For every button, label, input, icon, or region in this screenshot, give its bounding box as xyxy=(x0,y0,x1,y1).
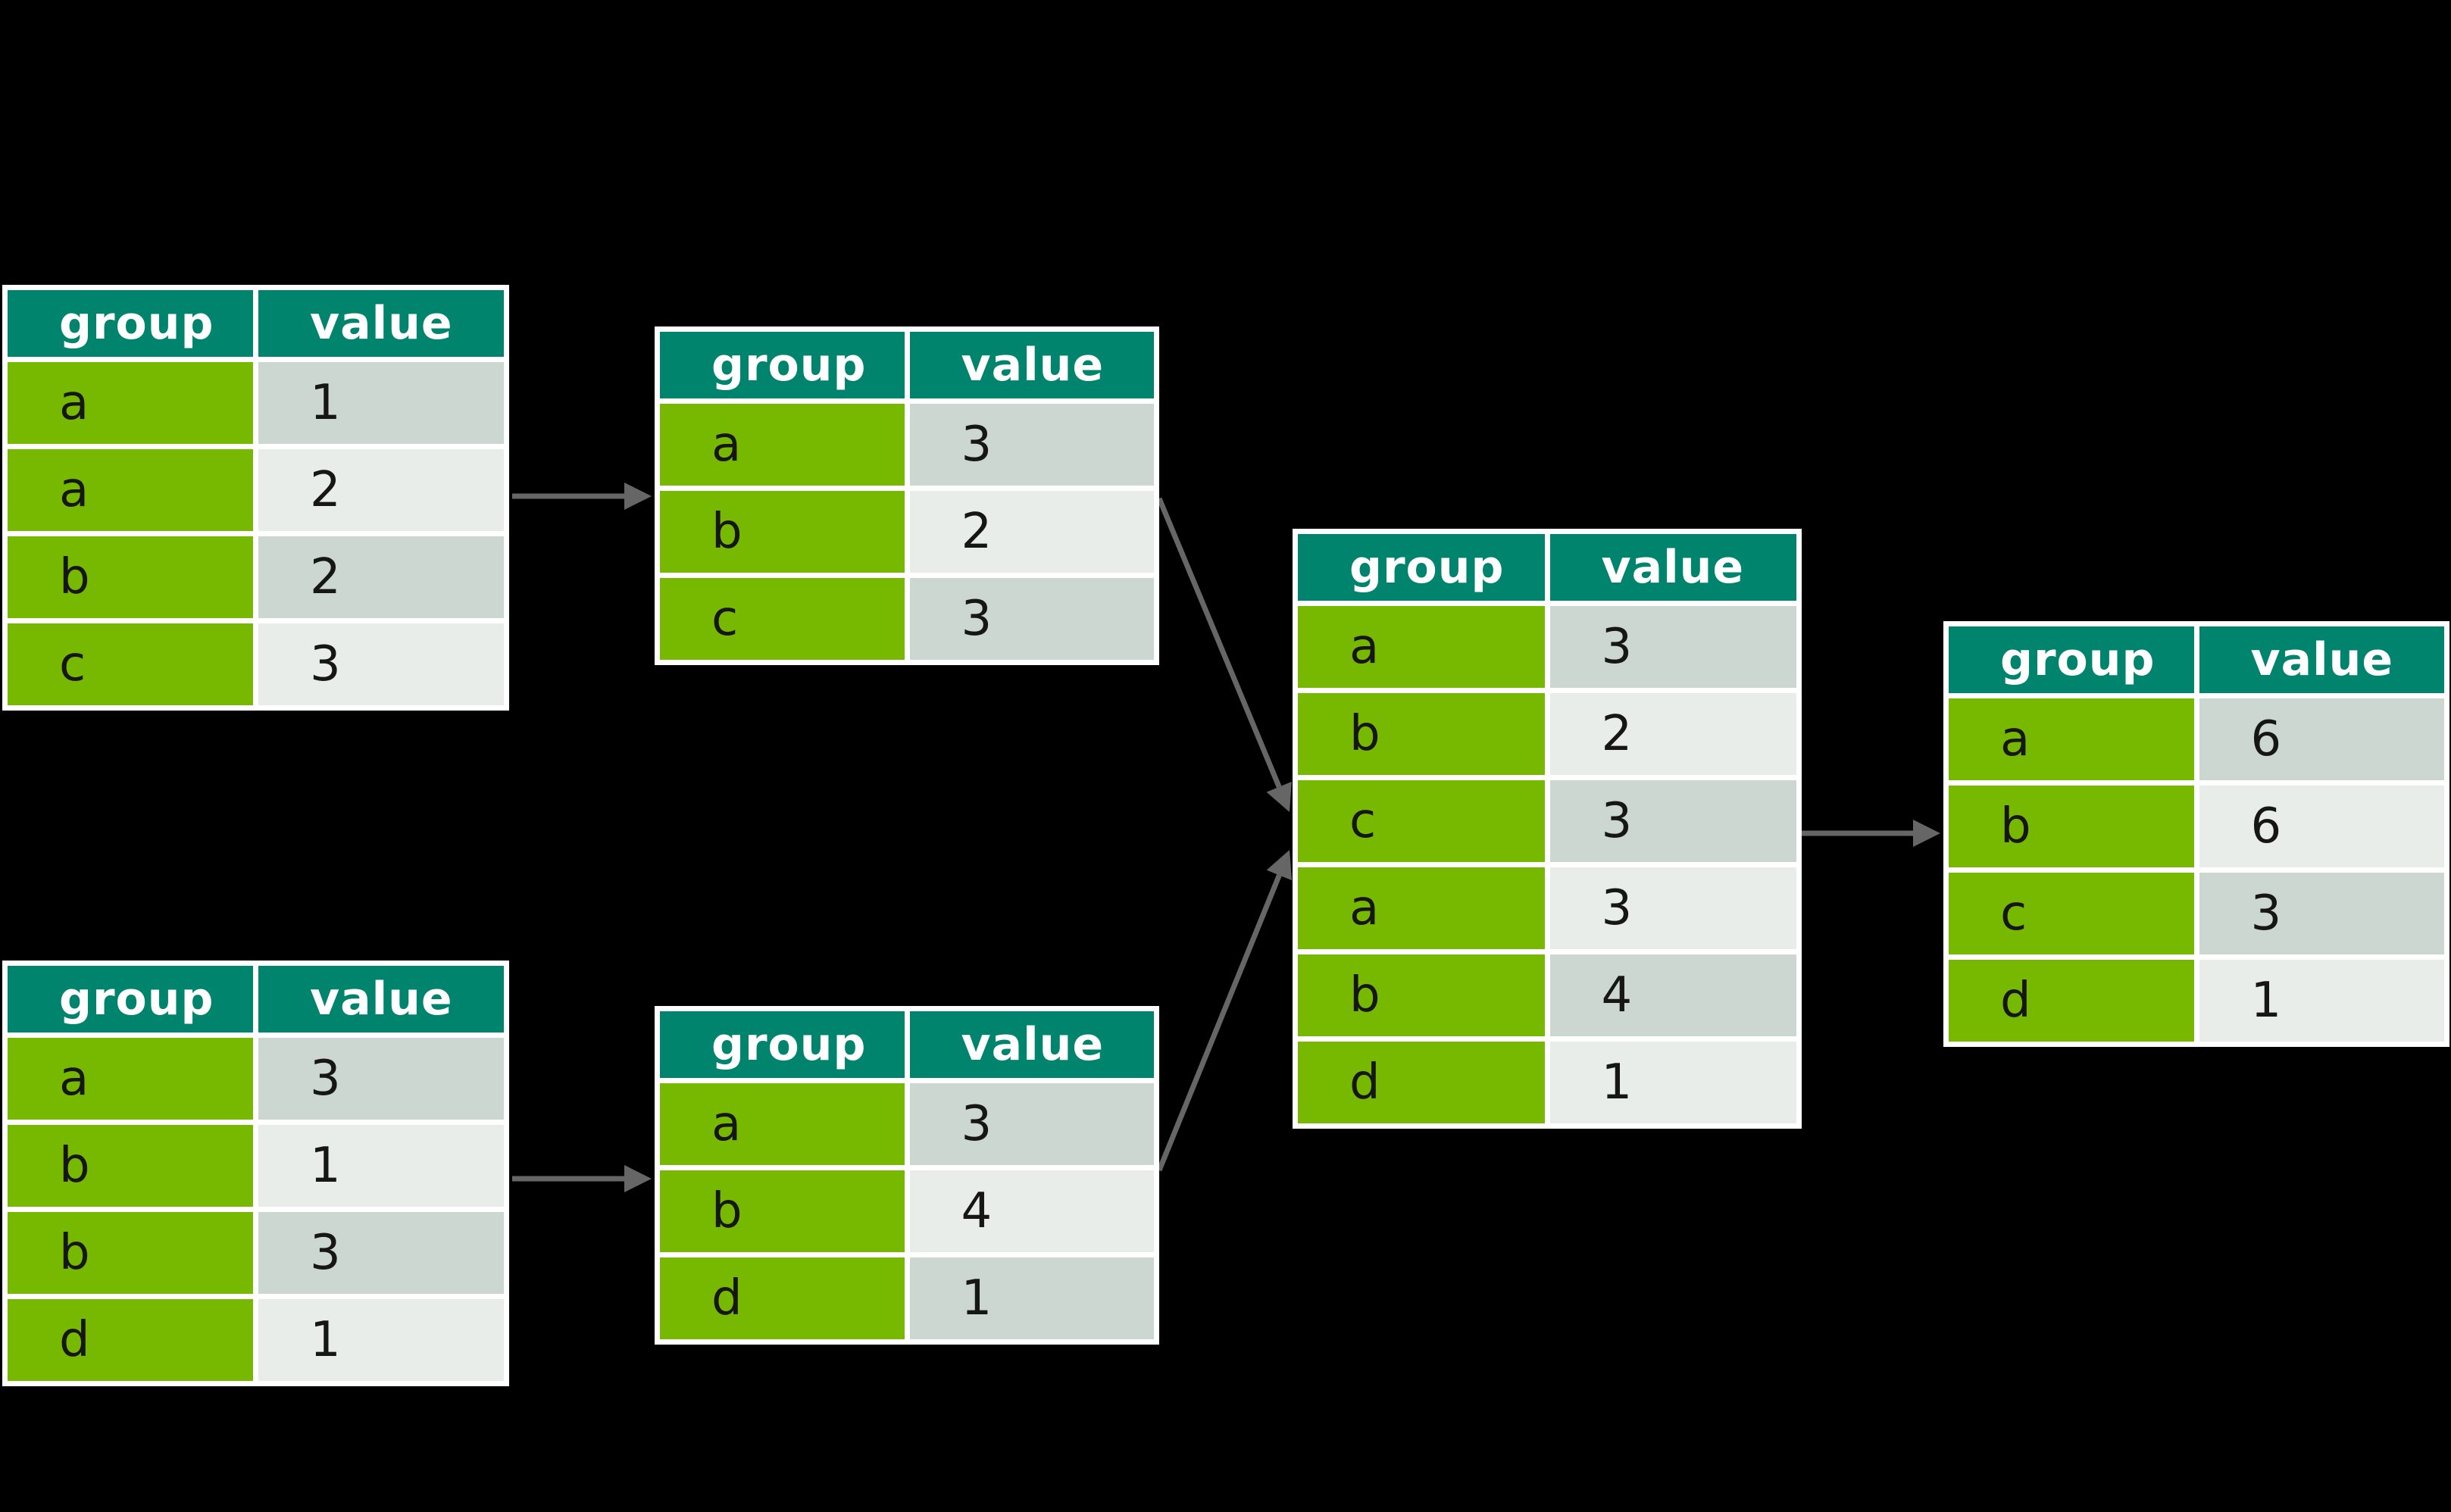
column-header-group: group xyxy=(660,1011,905,1078)
value-cell: 3 xyxy=(2199,873,2444,954)
value-cell: 3 xyxy=(909,404,1154,486)
column-header-value: value xyxy=(258,290,504,357)
value-cell: 4 xyxy=(909,1170,1154,1252)
value-cell: 3 xyxy=(258,1038,504,1120)
column-header-group: group xyxy=(1298,534,1545,601)
value-cell: 3 xyxy=(258,1212,504,1294)
group-cell: c xyxy=(1949,873,2194,954)
value-cell: 3 xyxy=(1549,780,1796,862)
column-header-value: value xyxy=(909,332,1154,398)
group-cell: c xyxy=(660,578,905,660)
value-cell: 3 xyxy=(909,578,1154,660)
value-cell: 1 xyxy=(258,362,504,444)
group-cell: c xyxy=(1298,780,1545,862)
value-cell: 3 xyxy=(1549,606,1796,688)
value-cell: 1 xyxy=(2199,960,2444,1042)
group-cell: b xyxy=(660,491,905,573)
arrowhead-icon xyxy=(624,483,652,510)
group-cell: c xyxy=(8,623,253,705)
value-cell: 6 xyxy=(2199,786,2444,867)
group-cell: a xyxy=(660,1083,905,1165)
value-cell: 6 xyxy=(2199,698,2444,780)
arrowhead-icon xyxy=(1266,850,1293,881)
value-cell: 2 xyxy=(258,449,504,531)
group-cell: a xyxy=(1298,867,1545,949)
arrow-line-groupby-1-to-concat xyxy=(1156,497,1282,789)
group-cell: a xyxy=(1949,698,2194,780)
group-cell: b xyxy=(660,1170,905,1252)
value-cell: 4 xyxy=(1549,954,1796,1036)
value-cell: 2 xyxy=(909,491,1154,573)
group-cell: b xyxy=(8,536,253,618)
column-header-group: group xyxy=(1949,626,2194,693)
value-cell: 1 xyxy=(258,1299,504,1381)
arrowhead-icon xyxy=(624,1165,652,1192)
column-header-group: group xyxy=(8,290,253,357)
group-cell: b xyxy=(8,1212,253,1294)
value-cell: 2 xyxy=(1549,693,1796,775)
arrow-line-groupby-2-to-concat xyxy=(1156,874,1282,1172)
value-cell: 3 xyxy=(909,1083,1154,1165)
group-cell: a xyxy=(660,404,905,486)
column-header-group: group xyxy=(8,966,253,1032)
column-header-value: value xyxy=(2199,626,2444,693)
group-cell: b xyxy=(1298,693,1545,775)
column-header-group: group xyxy=(660,332,905,398)
column-header-value: value xyxy=(258,966,504,1032)
column-header-value: value xyxy=(1549,534,1796,601)
column-header-value: value xyxy=(909,1011,1154,1078)
arrowhead-icon xyxy=(1266,781,1292,812)
group-cell: a xyxy=(8,1038,253,1120)
group-cell: b xyxy=(8,1125,253,1207)
value-cell: 3 xyxy=(1549,867,1796,949)
group-cell: d xyxy=(1298,1042,1545,1123)
value-cell: 1 xyxy=(258,1125,504,1207)
group-cell: b xyxy=(1949,786,2194,867)
value-cell: 2 xyxy=(258,536,504,618)
group-cell: a xyxy=(8,449,253,531)
group-cell: d xyxy=(1949,960,2194,1042)
value-cell: 3 xyxy=(258,623,504,705)
arrowhead-icon xyxy=(1913,820,1940,847)
group-cell: d xyxy=(8,1299,253,1381)
group-cell: a xyxy=(1298,606,1545,688)
group-cell: b xyxy=(1298,954,1545,1036)
group-cell: d xyxy=(660,1257,905,1339)
value-cell: 1 xyxy=(909,1257,1154,1339)
value-cell: 1 xyxy=(1549,1042,1796,1123)
group-cell: a xyxy=(8,362,253,444)
